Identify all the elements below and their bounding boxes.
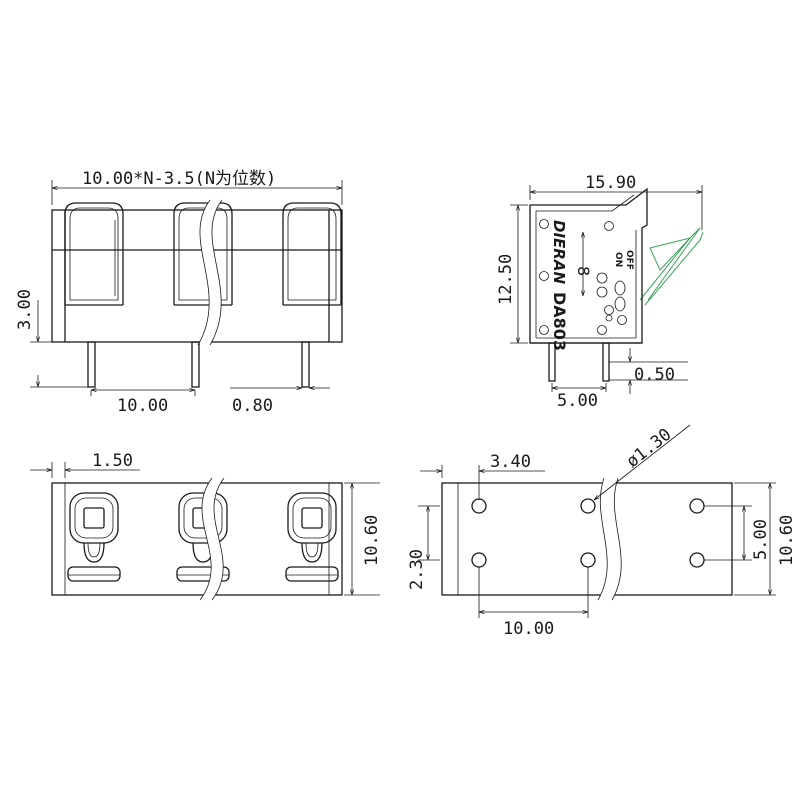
side-lever-green (639, 227, 701, 301)
pcb-hole (689, 498, 705, 514)
switch-on-label: ON (613, 252, 623, 267)
dim-front-width: 10.00*N-3.5(N为位数) (82, 169, 276, 189)
front-break-mark (198, 200, 222, 345)
front-clip-left (64, 202, 124, 306)
cert-icons (596, 272, 626, 322)
dim-side-height: 12.50 (496, 254, 516, 305)
pcb-hole (471, 552, 487, 568)
front-clip-right (282, 202, 342, 306)
pcb-outline (441, 482, 733, 596)
ce-icon (605, 314, 613, 322)
dim-side-offset: 5.00 (557, 391, 598, 411)
dim-pcb-depth: 10.60 (777, 515, 797, 566)
dim-front-height: 3.00 (15, 289, 35, 330)
dim-side-pin: 0.50 (634, 365, 675, 385)
side-pin-1 (548, 342, 556, 382)
pcb-hole (580, 552, 596, 568)
dim-front-pin: 0.80 (232, 396, 273, 416)
pcb-layout-view: 3.40 ø1.30 2.30 10.00 5.00 10.60 (407, 425, 797, 639)
front-pin-1 (87, 341, 96, 388)
dim-pcb-edge: 3.40 (490, 452, 531, 472)
dim-front-pitch: 10.00 (117, 396, 168, 416)
model-marking: DA803 (550, 292, 569, 351)
top-break-mark (200, 478, 224, 600)
dim-pcb-hole-spacing: 5.00 (751, 519, 771, 560)
rating-marking: 8 (574, 266, 593, 276)
ul-icon (596, 272, 608, 284)
dim-pcb-pitch: 10.00 (503, 619, 554, 639)
dim-pcb-hole: ø1.30 (623, 425, 676, 472)
brand-marking: DIERAN (550, 220, 568, 284)
pcb-hole (689, 552, 705, 568)
hole-diameter-leader (594, 424, 691, 500)
front-pin-3 (301, 341, 310, 388)
pcb-break-mark (598, 478, 622, 600)
top-view: 1.50 10.60 (30, 451, 382, 601)
front-housing (51, 209, 343, 343)
dim-top-depth: 10.60 (362, 515, 382, 566)
top-cell-left (67, 492, 121, 582)
cul-icon (596, 286, 608, 298)
switch-off-label: OFF (624, 250, 634, 270)
pcb-hole (471, 498, 487, 514)
dim-side-width: 15.90 (585, 173, 636, 193)
side-view: DIERAN DA803 8 ON OFF 15.90 12.50 0.5 (496, 173, 704, 411)
tuv-icon (614, 296, 626, 312)
dim-pcb-row: 2.30 (407, 549, 427, 590)
top-housing (51, 482, 343, 596)
front-pin-2 (191, 341, 200, 388)
pcb-holes (471, 498, 705, 568)
dim-top-edge: 1.50 (92, 451, 133, 471)
cqc-icon (614, 280, 626, 296)
front-view: 10.00*N-3.5(N为位数) 3.00 10.00 0.80 (15, 169, 343, 416)
top-cell-right (285, 492, 339, 582)
pcb-hole (580, 498, 596, 514)
side-pin-2 (602, 342, 610, 382)
